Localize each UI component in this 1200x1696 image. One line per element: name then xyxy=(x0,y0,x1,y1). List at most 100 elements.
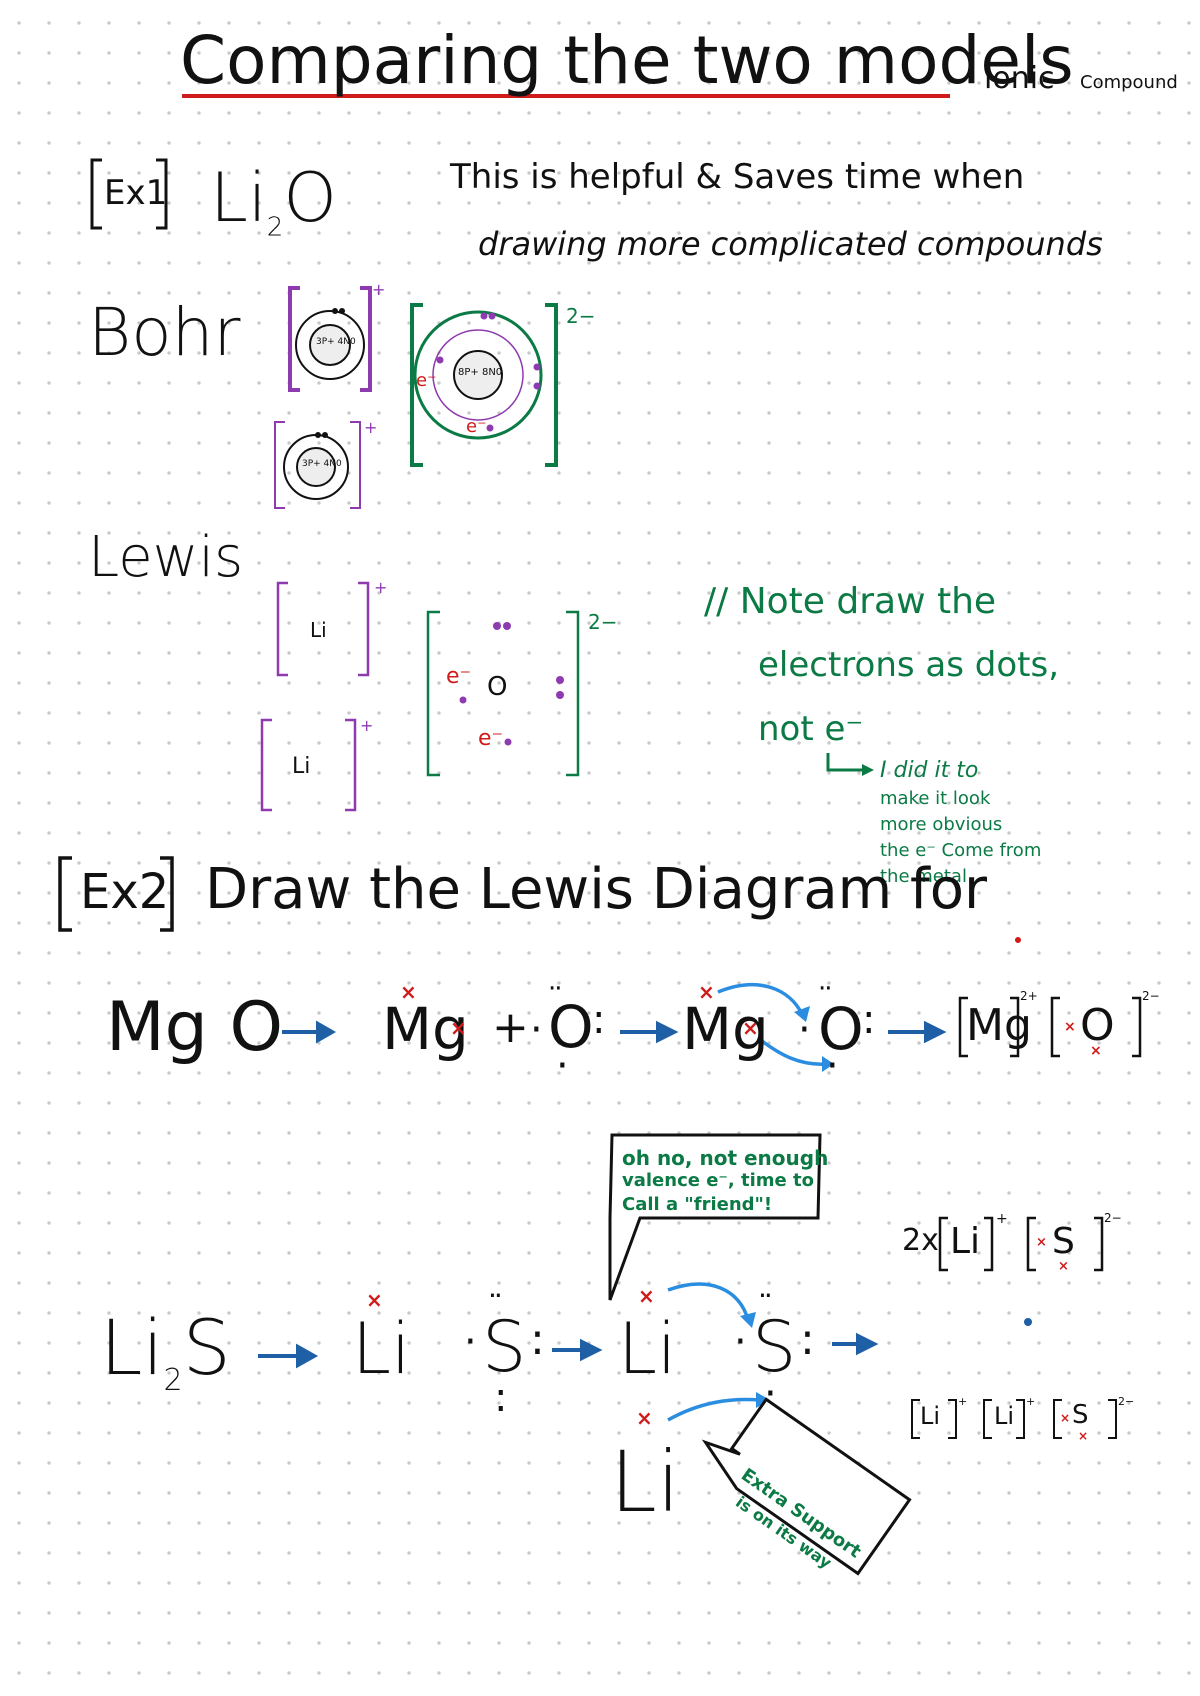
bohr-o-outer-orbit xyxy=(413,310,543,440)
mgo-formula: Mg O xyxy=(106,988,283,1067)
ex1-note-line1: This is helpful & Saves time when xyxy=(450,157,1025,197)
s1-dots-top: ·· xyxy=(488,1279,503,1312)
li2s-result2-li-a-charge: + xyxy=(958,1395,968,1408)
green-small-note-2: make it look xyxy=(880,788,991,809)
bubble1-line2: valence e⁻, time to xyxy=(622,1170,815,1191)
li2s-result1-s: S xyxy=(1052,1221,1075,1262)
li2s-result2-li-b-charge: + xyxy=(1026,1395,1036,1408)
o2-dots-right: : xyxy=(862,997,876,1043)
green-note-line2: electrons as dots, xyxy=(758,645,1060,685)
li2s-formula: Li2S xyxy=(100,1303,231,1399)
mgo-mg-atom: Mg xyxy=(382,995,469,1063)
li3-valence-x: × xyxy=(636,1406,653,1430)
bubble1-line1: oh no, not enough xyxy=(622,1146,829,1170)
li-atom-2: Li xyxy=(618,1308,677,1390)
mg2-valence-x-top: × xyxy=(698,980,715,1004)
mgo-result-mg: Mg xyxy=(966,1000,1032,1051)
li2s-result2-s-x-bottom: × xyxy=(1078,1429,1089,1443)
lewis-o-electron-bottom: e⁻ xyxy=(478,726,504,751)
mgo-result-mg-charge: 2+ xyxy=(1020,989,1038,1003)
li2-valence-x: × xyxy=(638,1284,655,1308)
o-dots-left: · xyxy=(530,1007,543,1053)
lewis-o-electron-left: e⁻ xyxy=(446,664,472,689)
o-dots-right: : xyxy=(592,997,606,1043)
subtitle-ionic: ionic xyxy=(984,61,1055,96)
mgo-result-o: O xyxy=(1080,1000,1115,1051)
s-atom-2: S xyxy=(752,1306,797,1388)
lewis-o-bracket-right xyxy=(566,610,580,777)
subtitle-compound: Compound xyxy=(1080,72,1178,93)
bohr-o-middle-orbit xyxy=(432,329,524,421)
s1-dots-bottom: : xyxy=(494,1375,508,1421)
ex1-label: Ex1 xyxy=(104,173,168,213)
li-atom-1: Li xyxy=(352,1308,411,1390)
li2s-result1-s-x-left: × xyxy=(1036,1235,1047,1250)
li-atom-3: Li xyxy=(610,1433,681,1531)
green-note-line1: // Note draw the xyxy=(704,581,997,622)
lewis-li2-bracket-right xyxy=(345,718,357,812)
lewis-li2-bracket-left xyxy=(260,718,272,812)
lewis-li1: Li xyxy=(310,618,327,642)
bohr-li1-bracket-right xyxy=(360,286,372,392)
li2s-result1-s-x-bottom: × xyxy=(1058,1259,1069,1274)
lewis-li1-bracket-right xyxy=(358,581,370,677)
s-atom-1: S xyxy=(482,1306,527,1388)
lewis-li2-charge: + xyxy=(360,716,374,735)
bohr-o-charge: 2− xyxy=(566,304,596,328)
green-small-note-3: more obvious xyxy=(880,814,1003,835)
green-small-note-5: the metal xyxy=(880,866,967,887)
li2s-result2-s-charge: 2− xyxy=(1118,1395,1135,1408)
o-dots-bottom: · xyxy=(556,1043,569,1089)
page-title: Comparing the two models xyxy=(180,22,1074,99)
li2s-result1-s-charge: 2− xyxy=(1104,1211,1122,1225)
lewis-label: Lewis xyxy=(88,525,244,590)
o2-dots-top: ·· xyxy=(818,974,832,1004)
green-note-line3: not e⁻ xyxy=(758,709,864,749)
bohr-li2-bracket-left xyxy=(274,421,285,509)
ex1-bracket-left xyxy=(90,158,102,230)
o-dots-top: ·· xyxy=(548,974,562,1004)
bohr-label: Bohr xyxy=(88,294,241,371)
s2-dots-left: · xyxy=(734,1319,747,1365)
ex2-bracket-right xyxy=(160,856,174,932)
mgo-mg-atom-2: Mg xyxy=(682,995,769,1063)
li2s-result2-s: S xyxy=(1072,1400,1089,1430)
li2s-result1-li-charge: + xyxy=(996,1211,1008,1227)
bohr-o-bracket-right xyxy=(545,303,558,467)
lewis-o-bracket-left xyxy=(426,610,440,777)
bohr-li2-nucleus-text: 3P+ 4N0 xyxy=(302,459,342,469)
mg-valence-x-right: × xyxy=(450,1016,467,1040)
green-small-note-1: I did it to xyxy=(880,758,979,783)
bohr-o-electron-left: e⁻ xyxy=(416,370,437,391)
li2s-arrows xyxy=(258,1332,879,1369)
mgo-o-atom: O xyxy=(548,993,594,1061)
ex2-label: Ex2 xyxy=(80,864,170,920)
note-hook-arrow xyxy=(826,753,862,772)
lewis-li1-charge: + xyxy=(374,578,388,597)
mgo-result-o-x-bottom: × xyxy=(1090,1043,1102,1059)
li2s-transfer-arrows xyxy=(667,1282,761,1422)
mgo-result-o-charge: 2− xyxy=(1142,989,1160,1003)
bohr-o-electron-bottom: e⁻ xyxy=(466,416,487,437)
s2-dots-top: ·· xyxy=(758,1279,773,1312)
lewis-li2: Li xyxy=(292,754,311,779)
mg-valence-x-top: × xyxy=(400,980,417,1004)
li2s-result1-li: Li xyxy=(950,1221,981,1262)
mgo-transfer-arrows xyxy=(717,983,829,1066)
mg2-valence-x-right: × xyxy=(742,1016,759,1040)
ex1-note-line2: drawing more complicated compounds xyxy=(478,225,1103,263)
green-small-note-4: the e⁻ Come from xyxy=(880,840,1042,861)
li2s-result1-prefix: 2x xyxy=(902,1223,939,1258)
li2s-result2-li-a: Li xyxy=(920,1402,941,1430)
bohr-li2-nucleus xyxy=(296,447,336,487)
bohr-li2-charge: + xyxy=(364,418,378,437)
ex2-heading: Draw the Lewis Diagram for xyxy=(205,857,988,922)
mgo-plus: + xyxy=(492,1002,529,1053)
lewis-o-charge: 2− xyxy=(588,610,618,634)
bohr-li1-nucleus xyxy=(309,324,351,366)
ex1-bracket-right xyxy=(156,158,168,230)
ex2-bracket-left xyxy=(58,856,72,932)
lewis-li1-bracket-left xyxy=(276,581,288,677)
bohr-o-nucleus-text: 8P+ 8N0 xyxy=(458,367,503,378)
li1-valence-x: × xyxy=(366,1288,383,1312)
